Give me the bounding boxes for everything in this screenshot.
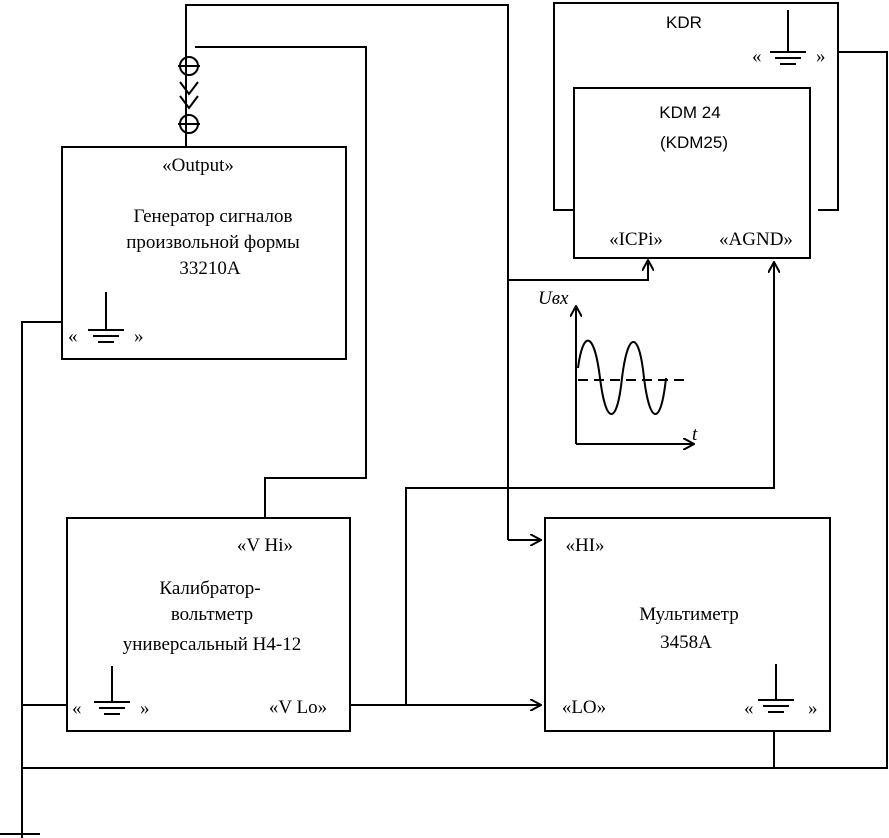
calibrator-block: «V Hi» Калибратор- вольтметр универсальн… [66,517,351,732]
kdr-frame [553,2,839,211]
kdm-agnd-port-label: «AGND» [719,229,793,250]
kdm-icpi-port-label: «ICPi» [609,229,663,250]
calibrator-title-line1: Калибратор- [159,578,260,599]
icpi-feed-wire [508,260,648,281]
generator-frame [61,146,347,360]
kdm-title-line1: KDM 24 [659,103,720,122]
ground-icon [758,664,794,713]
multimeter-ground-open: « [744,698,754,719]
output-signal-wire [185,4,509,540]
generator-title-line3: 33210A [179,258,241,279]
calibrator-ground-terminal: « » [72,666,150,719]
multimeter-frame [544,517,831,732]
coax-connector-icon [178,56,200,134]
multimeter-title-line1: Мультиметр [639,604,738,625]
kdr-ground-terminal: « » [752,10,826,67]
common-ground-bus [22,51,888,769]
input-waveform-sketch: Uвх t [538,288,698,445]
waveform-sine-curve [577,339,667,415]
kdm-frame [573,87,811,259]
kdr-ground-close: » [816,46,826,67]
multimeter-ground-terminal: « » [744,664,818,719]
ground-icon [88,292,124,343]
multimeter-lo-port-label: «LO» [562,697,606,718]
generator-block: «Output» Генератор сигналов произвольной… [61,146,347,360]
calibrator-ground-close: » [140,698,150,719]
calibrator-title-line3: универсальный Н4-12 [123,634,301,655]
kdr-block: KDR « » [553,2,839,211]
generator-ground-wire [21,321,62,838]
vlo-to-agnd-wire [405,262,774,705]
ground-icon [770,10,806,65]
multimeter-hi-port-label: «HI» [565,535,604,556]
kdm-title-line2: (KDM25) [660,133,728,152]
generator-ground-open: « [68,326,78,347]
calibrator-title-line2: вольтметр [171,604,253,625]
waveform-x-label: t [692,424,698,445]
generator-ground-close: » [134,326,144,347]
multimeter-ground-close: » [808,698,818,719]
calibrator-vhi-wire [195,46,367,518]
waveform-y-label: Uвх [538,288,569,309]
calibrator-ground-open: « [72,698,82,719]
generator-title-line1: Генератор сигналов [134,206,293,227]
ground-icon [94,666,130,715]
calibrator-vhi-port-label: «V Hi» [237,535,293,556]
generator-title-line2: произвольной формы [126,232,300,253]
calibrator-frame [66,517,351,732]
multimeter-title-line2: 3458A [660,632,712,653]
generator-ground-terminal: « » [68,292,144,347]
kdm-block: KDM 24 (KDM25) «ICPi» «AGND» [573,87,811,259]
kdr-title: KDR [666,13,702,32]
calibrator-vlo-port-label: «V Lo» [269,697,327,718]
kdr-ground-open: « [752,46,762,67]
multimeter-block: «HI» Мультиметр 3458A «LO» « » [544,517,831,732]
wiring [0,4,888,838]
generator-output-port-label: «Output» [162,155,234,176]
